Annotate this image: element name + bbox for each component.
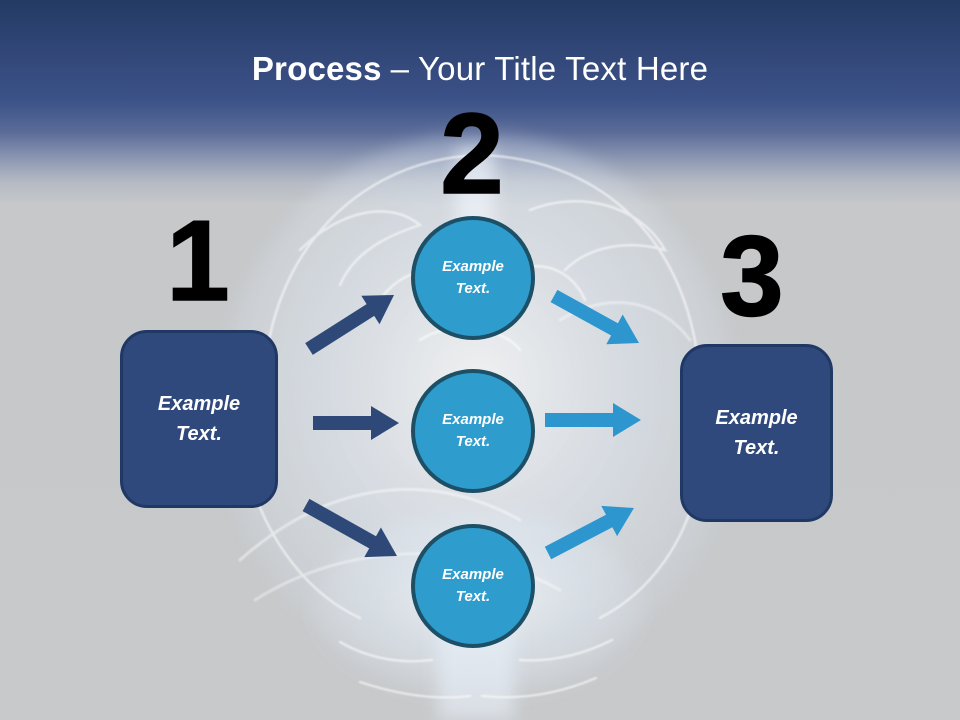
circle-top-label: Example Text.	[442, 257, 504, 298]
circle-bottom-label: Example Text.	[442, 565, 504, 606]
right-box-label: Example Text.	[715, 407, 798, 459]
left-box-label: Example Text.	[157, 393, 241, 445]
slide-title: Process– Your Title Text Here	[0, 50, 960, 88]
step-number-3: 3	[720, 213, 785, 340]
circle-step-bottom: Example Text.	[411, 524, 535, 648]
title-text: – Your Title Text Here	[390, 50, 709, 87]
step-number-1: 1	[166, 198, 231, 325]
circle-step-middle: Example Text.	[411, 369, 535, 493]
step-number-2: 2	[440, 91, 505, 218]
left-example-box: Example Text.	[120, 330, 278, 508]
circle-step-top: Example Text.	[411, 216, 535, 340]
arrow-box1-to-circle-middle-icon	[313, 406, 399, 440]
arrow-box1-to-circle-bottom-icon	[302, 498, 397, 558]
arrow-box1-to-circle-top-icon	[305, 295, 394, 355]
title-emphasis: Process	[251, 50, 382, 87]
arrow-circle-top-to-box3-icon	[550, 289, 639, 345]
right-example-box: Example Text.	[680, 344, 833, 522]
circle-middle-label: Example Text.	[442, 410, 504, 451]
arrow-circle-bottom-to-box3-icon	[544, 505, 634, 560]
arrow-circle-middle-to-box3-icon	[545, 403, 641, 437]
